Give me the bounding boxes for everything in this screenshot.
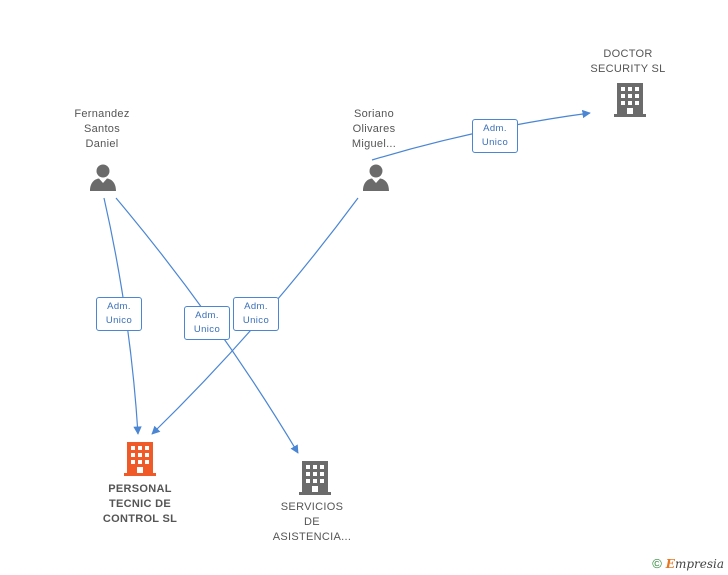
node-label-line: Fernandez <box>74 108 130 120</box>
node-label-line: DOCTOR <box>603 48 653 60</box>
building-icon-doctor <box>614 83 646 117</box>
node-label-doctor[interactable]: DOCTOR SECURITY SL <box>576 47 680 77</box>
edge-badge-line: Unico <box>242 315 270 326</box>
node-label-line: ASISTENCIA... <box>272 531 352 543</box>
node-label-line: SECURITY SL <box>590 63 666 75</box>
node-label-line: SERVICIOS <box>280 501 344 513</box>
edge-badge-fernandez-personal[interactable]: Adm. Unico <box>96 297 142 331</box>
copyright-icon: © <box>652 556 662 571</box>
edge-badge-soriano-doctor[interactable]: Adm. Unico <box>472 119 518 153</box>
edge-badge-soriano-personal[interactable]: Adm. Unico <box>233 297 279 331</box>
node-label-line: Soriano <box>353 108 394 120</box>
node-label-servicios[interactable]: SERVICIOS DE ASISTENCIA... <box>260 500 364 545</box>
node-label-line: CONTROL SL <box>102 513 178 525</box>
building-icon-servicios <box>299 461 331 495</box>
node-label-soriano[interactable]: Soriano Olivares Miguel... <box>322 107 426 152</box>
edge-badge-line: Adm. <box>107 301 131 312</box>
node-label-line: Daniel <box>85 138 119 150</box>
person-icon-soriano <box>363 164 389 191</box>
brand-logo: Empresia <box>665 556 724 571</box>
edge-badge-line: Adm. <box>195 310 219 321</box>
edge-badge-line: Unico <box>193 324 221 335</box>
footer-brand: © Empresia <box>652 556 724 571</box>
person-icon-fernandez <box>90 164 116 191</box>
edge-badge-line: Unico <box>105 315 133 326</box>
node-label-line: Olivares <box>352 123 396 135</box>
node-label-line: Santos <box>83 123 121 135</box>
node-label-line: TECNIC DE <box>109 498 171 510</box>
edge-badge-line: Unico <box>481 137 509 148</box>
building-icon-personal <box>124 442 156 476</box>
edge-badge-line: Adm. <box>483 123 507 134</box>
node-label-fernandez[interactable]: Fernandez Santos Daniel <box>50 107 154 152</box>
node-label-personal[interactable]: PERSONAL TECNIC DE CONTROL SL <box>84 482 196 527</box>
edge-badge-fernandez-servicios[interactable]: Adm. Unico <box>184 306 230 340</box>
edge-badge-line: Adm. <box>244 301 268 312</box>
node-label-line: DE <box>304 516 320 528</box>
node-label-line: Miguel... <box>351 138 397 150</box>
node-label-line: PERSONAL <box>108 483 172 495</box>
